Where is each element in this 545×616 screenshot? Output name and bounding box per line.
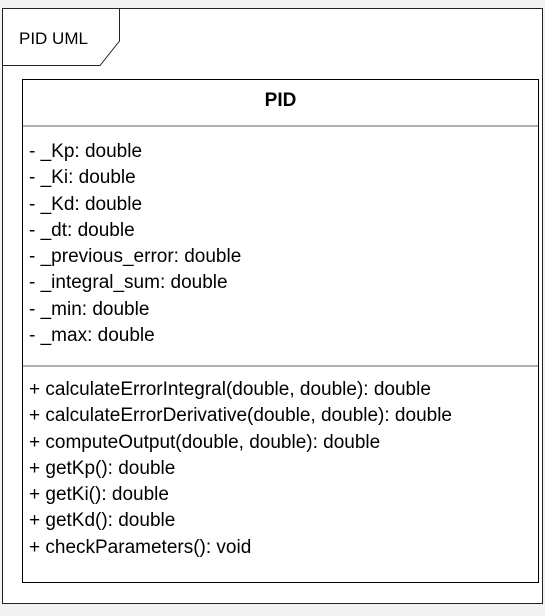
operation-item: + computeOutput(double, double): double [29, 431, 381, 453]
operations-divider [23, 365, 538, 367]
operation-item: + getKp(): double [29, 457, 176, 479]
attribute-list: - _Kp: double - _Ki: double - _Kd: doubl… [29, 139, 241, 349]
attribute-item: - _Ki: double [29, 167, 136, 189]
frame-title: PID UML [19, 29, 88, 48]
operation-item: + checkParameters(): void [29, 536, 252, 558]
class-name: PID [264, 90, 297, 111]
operation-item: + calculateErrorIntegral(double, double)… [29, 379, 431, 400]
attribute-item: - _Kp: double [29, 141, 143, 162]
attribute-item: - _max: double [29, 325, 155, 347]
attribute-item: - _previous_error: double [29, 246, 242, 268]
operation-list: + calculateErrorIntegral(double, double)… [29, 377, 452, 561]
operation-item: + getKd(): double [29, 510, 176, 532]
attributes-divider [23, 125, 538, 127]
frame-tab-outline [2, 8, 120, 66]
frame-name-tab: PID UML [2, 8, 120, 66]
attribute-item: - _Kd: double [29, 193, 143, 215]
operation-item: + getKi(): double [29, 484, 169, 506]
attribute-item: - _min: double [29, 298, 150, 320]
operation-item: + calculateErrorDerivative(double, doubl… [29, 405, 452, 427]
attribute-item: - _dt: double [29, 219, 135, 241]
class-box-pid[interactable]: PID - _Kp: double - _Ki: double - _Kd: d… [22, 79, 539, 583]
attribute-item: - _integral_sum: double [29, 272, 228, 294]
